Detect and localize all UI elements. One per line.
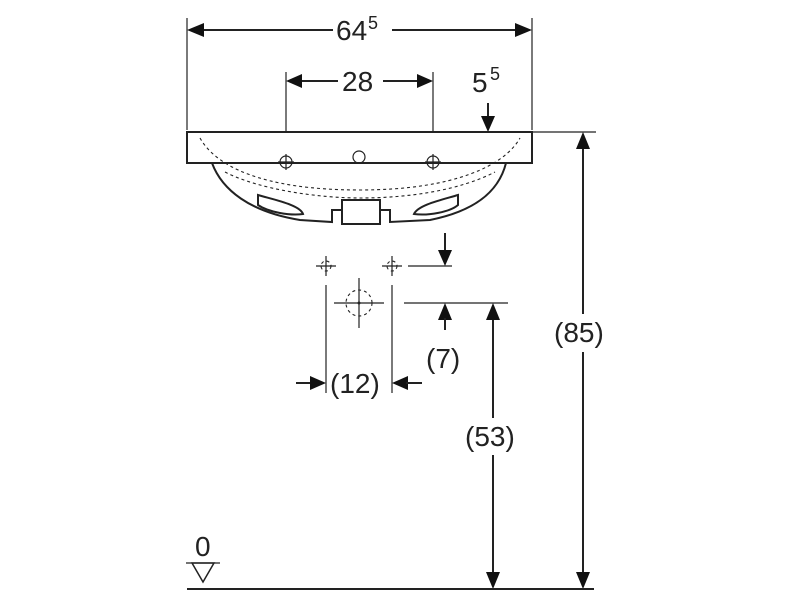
center-hole-icon	[352, 150, 366, 164]
drain-outlet-icon	[334, 278, 384, 328]
rim-depth-label: 5	[472, 67, 488, 98]
overall-height-label: (85)	[554, 317, 604, 348]
drain-offset-label: (7)	[426, 343, 460, 374]
drain-spacing-dimension: (12)	[296, 368, 422, 399]
right-mount-point-icon	[382, 256, 402, 276]
overall-width-label: 64	[336, 15, 367, 46]
floor-level-marker-icon	[186, 562, 220, 584]
drain-height-label: (53)	[465, 421, 515, 452]
drain-height-dimension: (53)	[465, 303, 515, 589]
overall-width-dimension: 64 5	[186, 13, 533, 130]
left-tap-hole-icon	[278, 154, 294, 170]
tap-spacing-label: 28	[342, 66, 373, 97]
overall-width-sup: 5	[368, 13, 378, 33]
overall-height-dimension: (85)	[532, 131, 604, 589]
drain-offset-dimension: (7)	[426, 233, 460, 374]
right-tap-hole-icon	[425, 154, 441, 170]
washbasin-body	[186, 131, 533, 225]
rim-depth-sup: 5	[490, 64, 500, 84]
floor-reference: 0	[186, 531, 594, 590]
floor-level-label: 0	[195, 531, 211, 562]
drain-detail	[316, 256, 508, 393]
drain-spacing-label: (12)	[330, 368, 380, 399]
left-mount-point-icon	[316, 256, 336, 276]
